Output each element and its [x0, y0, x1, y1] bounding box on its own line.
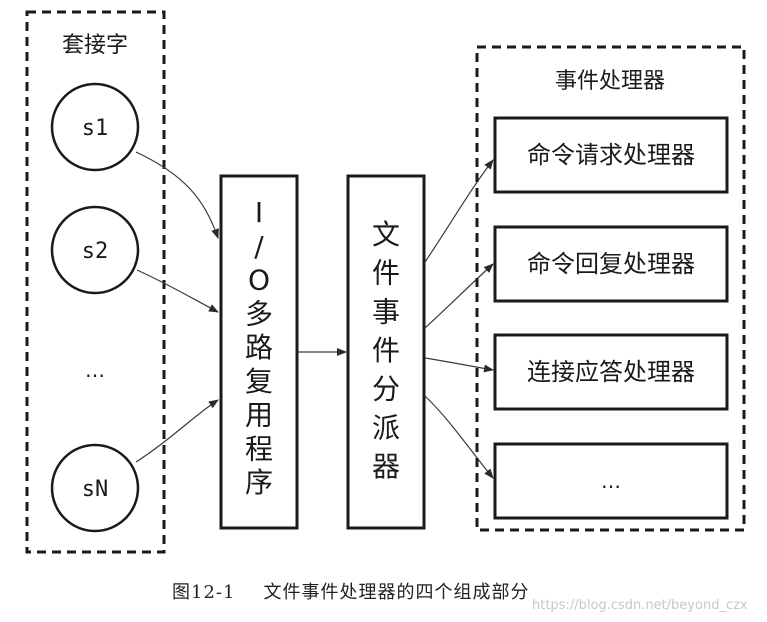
accept-handler-label: 连接应答处理器: [527, 358, 695, 386]
socket-sn-label: sN: [82, 477, 109, 502]
multiplexer-label-glyph: /: [254, 230, 264, 263]
socket-sn-circle: [50, 443, 140, 533]
socket-group-title: 套接字: [62, 33, 128, 58]
dispatcher-box: [346, 174, 426, 530]
request-handler-label: 命令请求处理器: [527, 141, 695, 169]
dispatcher-label-glyph: 件: [372, 334, 400, 367]
figure-caption: 图12-1 文件事件处理器的四个组成部分: [172, 578, 529, 604]
dispatcher-label-glyph: 派: [372, 411, 400, 444]
multiplexer-label-glyph: 路: [245, 331, 273, 364]
dispatcher-label-glyph: 器: [372, 450, 400, 483]
multiplexer-label-glyph: O: [248, 264, 270, 297]
socket-group-box: [25, 10, 166, 554]
arrow-dispatcher-to-accept-handler: [424, 357, 494, 373]
dispatcher-label-glyph: 件: [372, 257, 400, 290]
socket-s1-label: s1: [82, 116, 109, 141]
dispatcher-label-glyph: 分: [372, 373, 400, 406]
dispatcher-label-glyph: 文: [372, 218, 400, 251]
multiplexer-label-glyph: 用: [245, 399, 273, 432]
arrow-sn-to-multiplexer: [135, 399, 219, 463]
figure-number: 图12-1: [172, 582, 236, 603]
arrow-dispatcher-to-more-handlers: [424, 395, 494, 479]
multiplexer-label-glyph: 程: [245, 432, 273, 465]
figure-caption-text: 文件事件处理器的四个组成部分: [263, 582, 530, 603]
reply-handler-box: [493, 225, 729, 303]
multiplexer-box: [219, 174, 299, 530]
socket-s2-circle: [50, 205, 140, 295]
socket-s2-label: s2: [82, 239, 109, 264]
arrow-s1-to-multiplexer: [135, 151, 219, 239]
multiplexer-label-glyph: 序: [245, 466, 273, 499]
handler-group-title: 事件处理器: [555, 69, 665, 94]
multiplexer-label-glyph: I: [255, 196, 263, 229]
socket-ellipsis: …: [85, 358, 105, 382]
arrow-s2-to-multiplexer: [136, 269, 219, 313]
multiplexer-label-glyph: 多: [245, 297, 273, 330]
dispatcher-label-glyph: 事: [372, 295, 400, 328]
reply-handler-label: 命令回复处理器: [527, 250, 695, 278]
socket-s1-circle: [50, 82, 140, 172]
watermark: https://blog.csdn.net/beyond_czx: [532, 598, 748, 613]
arrow-dispatcher-to-request-handler: [424, 159, 494, 263]
arrow-dispatcher-to-reply-handler: [424, 263, 494, 329]
more-handlers-label: …: [601, 469, 621, 493]
request-handler-box: [493, 116, 729, 194]
multiplexer-label-glyph: 复: [245, 365, 273, 398]
dispatcher-label: 文件事件分派器: [372, 218, 400, 483]
more-handlers-box: [493, 442, 729, 520]
accept-handler-box: [493, 333, 729, 411]
